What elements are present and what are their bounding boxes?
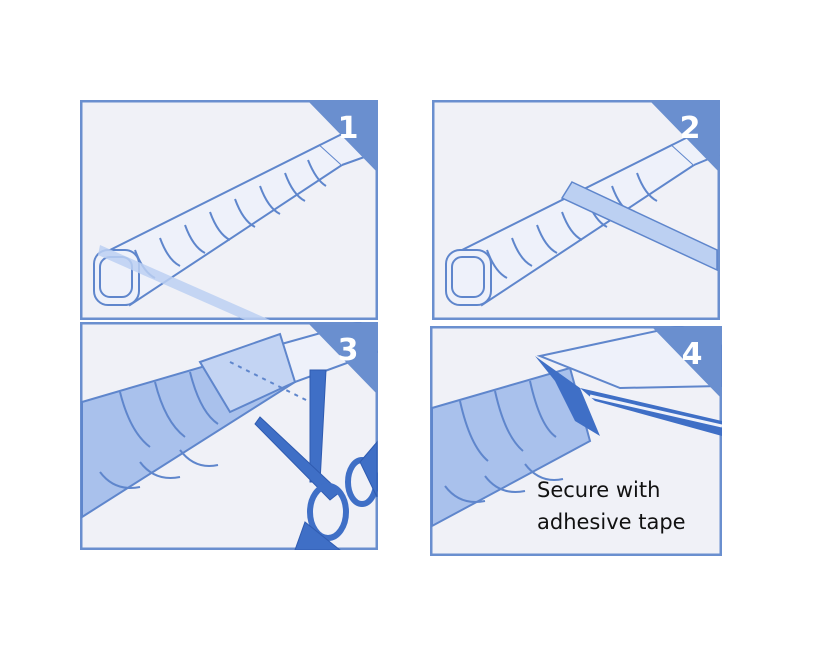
step-3-illustration: 3	[80, 322, 378, 550]
step-2-panel: 2	[432, 100, 720, 320]
caption-line: adhesive tape	[537, 510, 686, 534]
step-2-illustration: 2	[432, 100, 720, 320]
step-4-illustration: 4	[430, 326, 722, 556]
step-4-panel: 4	[430, 326, 722, 556]
tape-strip-icon	[560, 181, 718, 272]
step-1-illustration: 1	[80, 100, 378, 320]
step-number: 2	[680, 111, 701, 146]
caption-line: Secure with	[537, 478, 661, 502]
step-number: 1	[338, 111, 359, 146]
scissors-icon	[254, 369, 378, 550]
step-number: 3	[338, 333, 359, 368]
step-3-panel: 3	[80, 322, 378, 550]
step-4-caption: Secure with adhesive tape	[537, 474, 717, 538]
tape-strip-icon	[98, 245, 270, 320]
step-number: 4	[682, 337, 703, 372]
step-1-panel: 1	[80, 100, 378, 320]
tape-strip-icon	[535, 356, 722, 436]
